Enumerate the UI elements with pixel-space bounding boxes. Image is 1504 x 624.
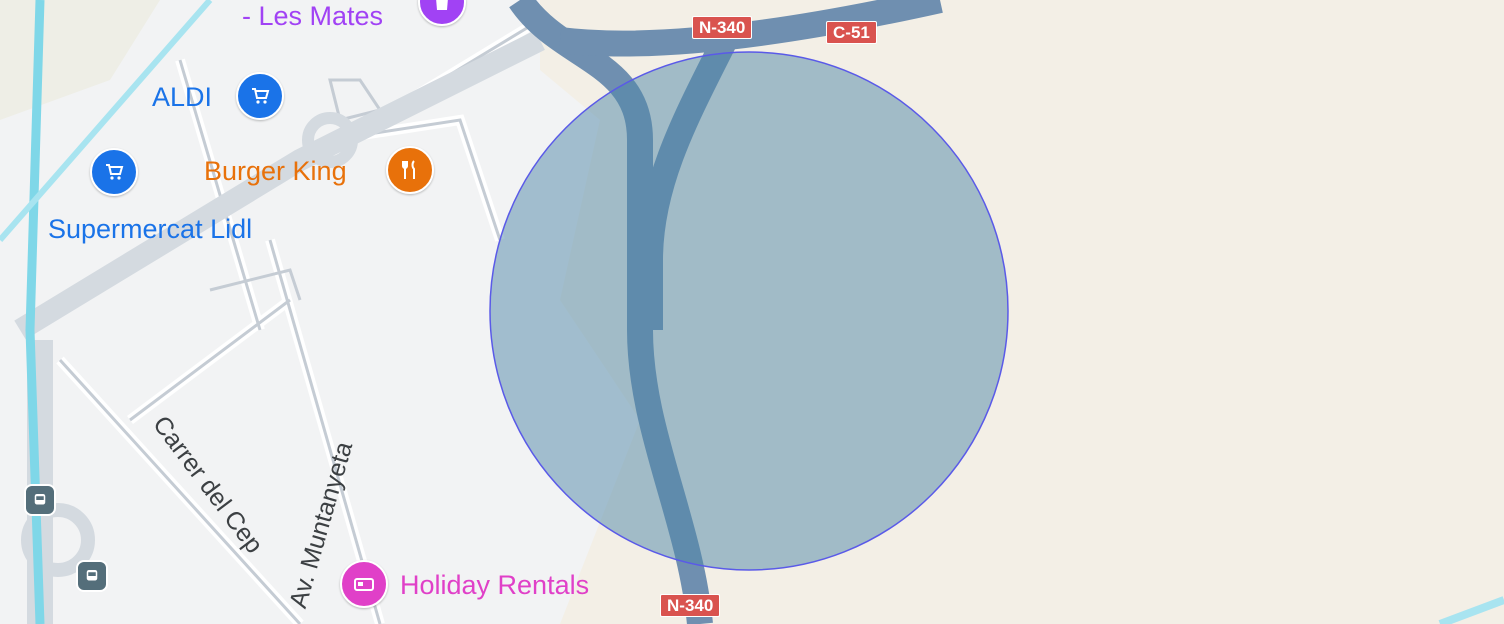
shopping-cart-icon [106,164,124,180]
fork-knife-icon [402,160,415,179]
bed-icon [354,578,374,591]
poi-burger-king-label[interactable]: Burger King [204,156,347,186]
bus-stop-icon[interactable] [76,560,108,592]
bus-stop-icon[interactable] [24,484,56,516]
poi-les-mates-label[interactable]: - Les Mates [242,1,384,31]
poi-lidl-pin[interactable] [90,148,138,196]
road-shield-n340: N-340 [692,16,753,39]
roundabout [302,112,358,168]
arterial-road [14,30,545,340]
poi-holiday-rentals-pin[interactable] [340,560,388,608]
poi-burger-king-pin[interactable] [386,146,434,194]
road-shield-n340-south: N-340 [660,594,721,617]
road-shield-c51: C-51 [826,21,877,44]
water-channel-east [1438,596,1504,624]
water-channel-diagonal [0,0,213,242]
radius-circle[interactable] [489,51,1009,571]
water-channel [25,0,45,624]
poi-lidl-label[interactable]: Supermercat Lidl [48,214,253,244]
poi-aldi-label[interactable]: ALDI [152,82,213,112]
roundabout [21,503,95,577]
poi-aldi-pin[interactable] [236,72,284,120]
poi-holiday-rentals-label[interactable]: Holiday Rentals [400,570,590,600]
shopping-bag-icon [436,0,448,10]
shopping-cart-icon [252,88,270,104]
